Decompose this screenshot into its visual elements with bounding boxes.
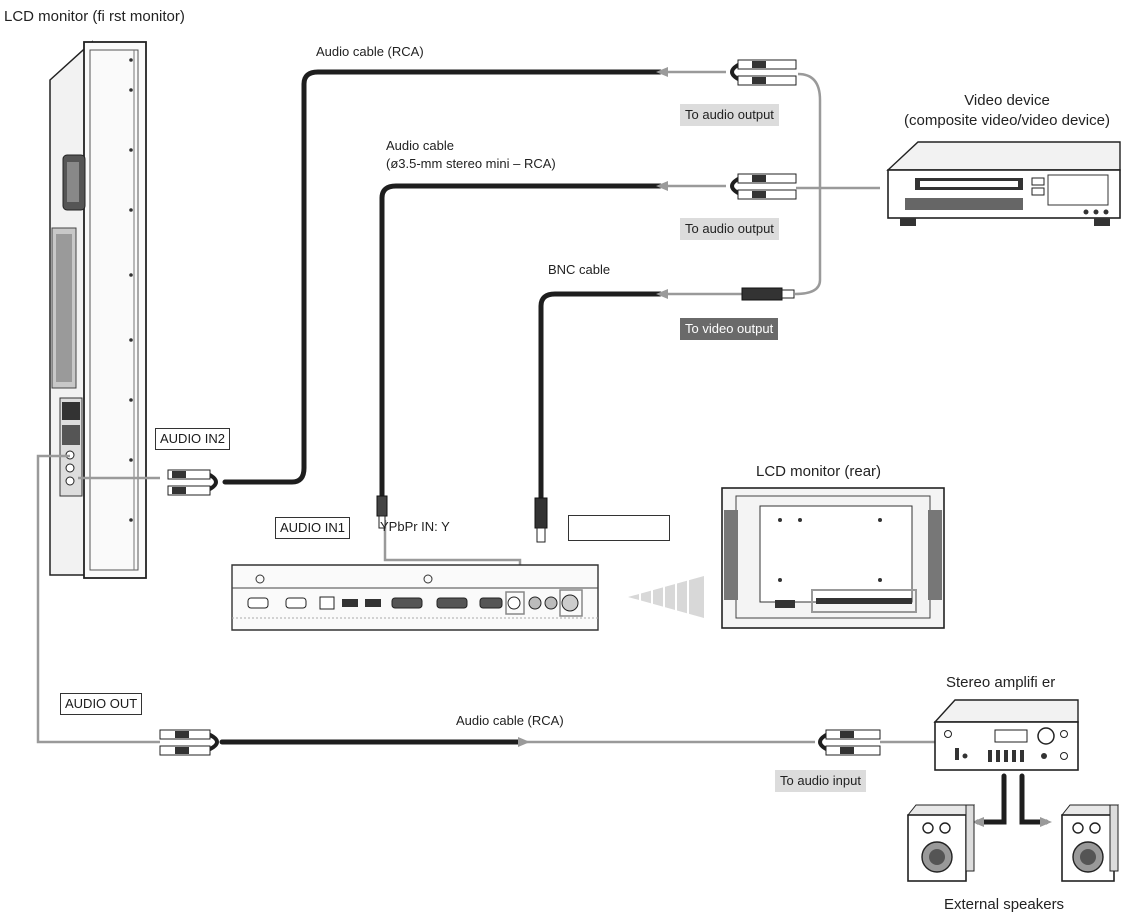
lcd-monitor-rear bbox=[721, 487, 945, 629]
video-device-title: Video device bbox=[964, 92, 1050, 109]
to-audio-output-tag-2: To audio output bbox=[680, 218, 779, 240]
audio-cable-mini-sublabel: (ø3.5-mm stereo mini – RCA) bbox=[386, 156, 556, 171]
bnc-plug-monitor bbox=[534, 497, 548, 543]
rca-plug-audio-out bbox=[159, 729, 219, 756]
to-audio-output-tag-1: To audio output bbox=[680, 104, 779, 126]
ypbpr-port-label: YPbPr IN: Y bbox=[380, 519, 450, 534]
audio-cable-mini-label: Audio cable bbox=[386, 138, 454, 153]
zoom-wedge bbox=[628, 576, 704, 618]
rca-plug-amplifier bbox=[818, 729, 881, 756]
lcd-monitor-first-title: LCD monitor (fi rst monitor) bbox=[4, 8, 185, 25]
speaker-right bbox=[1060, 804, 1120, 882]
cables bbox=[219, 69, 1049, 825]
audio-in1-port-label: AUDIO IN1 bbox=[275, 517, 351, 539]
to-audio-input-tag: To audio input bbox=[775, 770, 866, 792]
audio-out-port-label: AUDIO OUT bbox=[60, 693, 143, 715]
rca-plug-top-right bbox=[730, 59, 797, 86]
rca-plug-mid-right bbox=[730, 173, 797, 200]
terminal-panel bbox=[231, 564, 599, 631]
audio-cable-rca-bottom-label: Audio cable (RCA) bbox=[456, 713, 564, 728]
cable-arrows bbox=[518, 67, 1052, 827]
video-device bbox=[886, 141, 1121, 226]
audio-in2-port-label: AUDIO IN2 bbox=[155, 428, 231, 450]
rca-plug-audio-in2 bbox=[167, 469, 218, 496]
audio-cable-rca-top-label: Audio cable (RCA) bbox=[316, 44, 424, 59]
stereo-amplifier-title: Stereo amplifi er bbox=[946, 674, 1056, 691]
bnc-cable-label: BNC cable bbox=[548, 262, 611, 277]
lcd-monitor-rear-title: LCD monitor (rear) bbox=[756, 463, 882, 480]
external-speakers-title: External speakers bbox=[944, 896, 1065, 913]
lcd-monitor-side bbox=[49, 40, 147, 579]
to-video-output-tag: To video output bbox=[680, 318, 779, 340]
signal-lines bbox=[36, 70, 935, 744]
video-device-subtitle: (composite video/video device) bbox=[904, 112, 1110, 129]
mini-jack-plug bbox=[376, 495, 388, 529]
stereo-amplifier bbox=[933, 699, 1079, 771]
empty-port-label-box bbox=[568, 515, 670, 541]
bnc-plug-video-device bbox=[741, 287, 795, 301]
speaker-left bbox=[906, 804, 976, 882]
